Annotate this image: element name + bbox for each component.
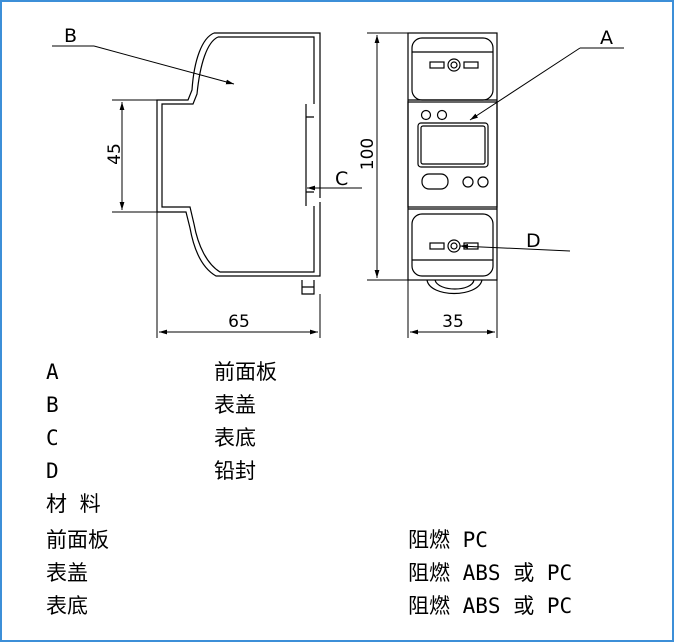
material-value: 阻燃 ABS 或 PC [408, 594, 573, 618]
lcd-display [417, 122, 489, 168]
material-value: 阻燃 ABS 或 PC [408, 561, 573, 585]
legend-key-a: A [46, 360, 59, 384]
callout-b: B [52, 25, 235, 85]
material-part: 前面板 [46, 528, 109, 552]
callout-c-label: C [335, 168, 348, 190]
legend-name-c: 表底 [214, 426, 256, 450]
side-view [156, 32, 321, 295]
callout-c: C [307, 168, 362, 191]
dim-100 [367, 32, 408, 281]
seal-d [447, 239, 461, 253]
dim-45 [112, 99, 157, 213]
legend-key-c: C [46, 426, 59, 450]
dim-35-label: 35 [442, 312, 464, 332]
callout-d-label: D [526, 230, 541, 252]
material-part: 表盖 [46, 561, 88, 585]
front-button [421, 173, 449, 190]
front-panel [407, 101, 498, 208]
dim-65 [156, 212, 321, 338]
dim-45-label: 45 [105, 143, 125, 165]
materials-heading: 材 料 [46, 492, 101, 516]
callout-d: D [459, 230, 571, 252]
callout-b-label: B [64, 25, 77, 47]
bottom-cover [411, 213, 494, 277]
din-latch [426, 279, 483, 295]
callout-a: A [469, 27, 624, 121]
dim-35 [407, 280, 498, 338]
callout-a-label: A [600, 27, 613, 49]
legend-key-b: B [46, 393, 59, 417]
material-value: 阻燃 PC [408, 528, 488, 552]
front-view [407, 32, 498, 295]
top-cover [411, 37, 494, 101]
legend-key-d: D [46, 459, 59, 483]
dim-65-label: 65 [228, 312, 250, 332]
legend-name-d: 铅封 [214, 459, 256, 483]
dim-100-label: 100 [358, 138, 378, 170]
material-part: 表底 [46, 594, 88, 618]
technical-drawing: 45 65 B C [52, 25, 624, 338]
legend-name-b: 表盖 [214, 393, 256, 417]
legend-name-a: 前面板 [214, 360, 277, 384]
